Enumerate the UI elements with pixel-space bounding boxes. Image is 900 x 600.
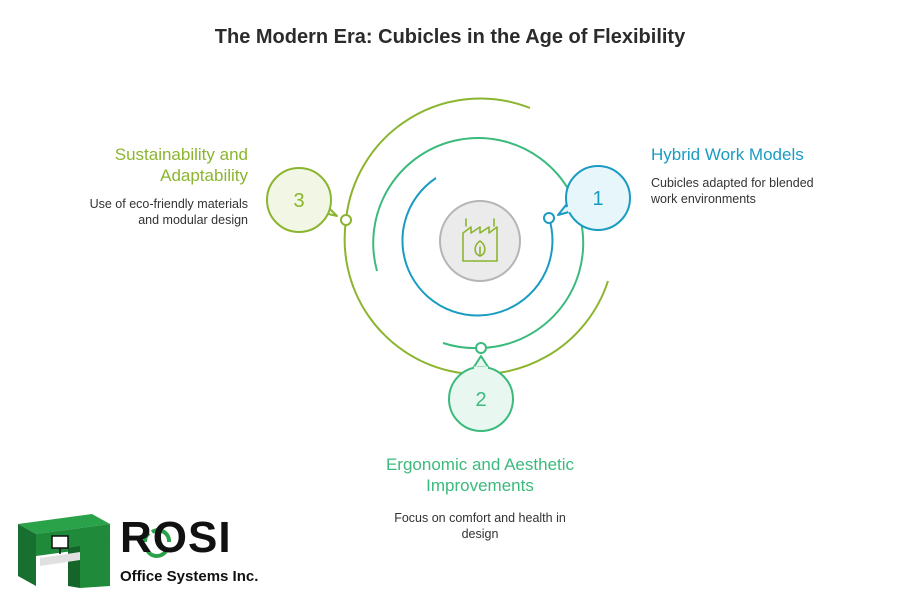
- logo-name: ROSI: [120, 513, 232, 562]
- item-1-block: Hybrid Work Models Cubicles adapted for …: [651, 144, 821, 207]
- item-3-description: Use of eco-friendly materials and modula…: [89, 197, 248, 227]
- bubble-1: 1: [557, 165, 631, 231]
- item-1-heading: Hybrid Work Models: [651, 145, 804, 164]
- recycle-arrows-icon: [143, 528, 171, 558]
- bubble-3-number: 3: [293, 190, 304, 212]
- item-2-block: Ergonomic and Aesthetic Improvements Foc…: [380, 454, 580, 542]
- item-2-heading: Ergonomic and Aesthetic Improvements: [385, 455, 575, 495]
- item-3-block: Sustainability and Adaptability Use of e…: [80, 144, 248, 228]
- bubble-2-number: 2: [475, 389, 486, 411]
- connector-dot-1: [543, 212, 555, 224]
- cubicle-logo-icon: [18, 514, 110, 588]
- page-title: The Modern Era: Cubicles in the Age of F…: [214, 26, 686, 48]
- item-2-description: Focus on comfort and health in design: [394, 511, 566, 541]
- company-logo: [18, 514, 171, 588]
- bubble-2: 2: [448, 355, 514, 432]
- logo-subtitle: Office Systems Inc.: [120, 568, 259, 585]
- item-1-description: Cubicles adapted for blended work enviro…: [651, 176, 814, 206]
- factory-leaf-icon: [462, 218, 498, 262]
- item-3-heading: Sustainability and Adaptability: [114, 145, 248, 185]
- center-hub: [439, 200, 521, 282]
- connector-dot-3: [340, 214, 352, 226]
- bubble-3: 3: [266, 167, 338, 233]
- outer-ring-arc-top: [345, 97, 531, 221]
- outer-ring-arc-bottom: [343, 219, 609, 376]
- middle-ring-arc: [372, 137, 585, 349]
- connector-dot-2: [475, 342, 487, 354]
- bubble-1-number: 1: [592, 188, 603, 210]
- inner-ring-arc: [401, 177, 554, 317]
